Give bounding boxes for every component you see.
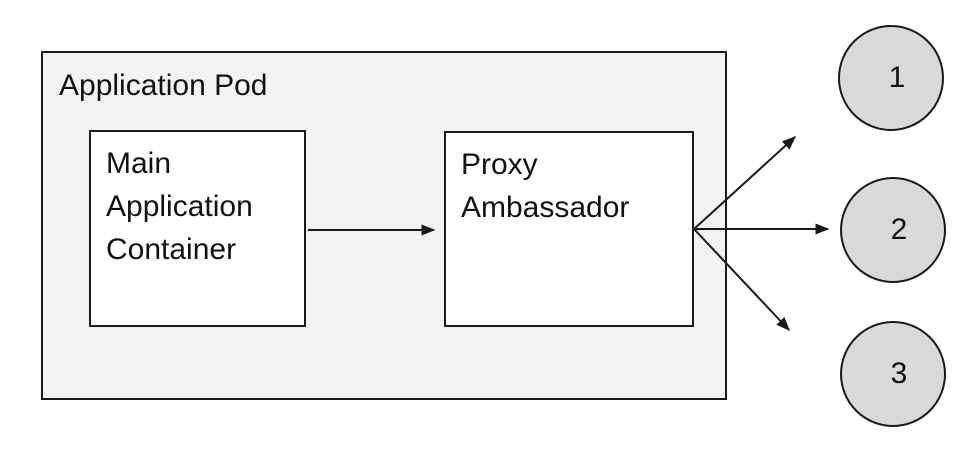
endpoint-node-3-label: 3 <box>890 357 908 390</box>
application-pod-label: Application Pod <box>59 69 268 102</box>
endpoint-node-2-label: 2 <box>890 213 908 246</box>
node-main-application-container-label: Main Application Container <box>106 147 253 266</box>
endpoint-node-2: 2 <box>840 177 946 283</box>
node-proxy-ambassador: Proxy Ambassador <box>444 131 694 327</box>
endpoint-node-1-label: 1 <box>888 61 906 94</box>
endpoint-node-1: 1 <box>838 25 944 131</box>
node-proxy-ambassador-label: Proxy Ambassador <box>461 148 630 224</box>
endpoint-node-3: 3 <box>840 321 946 427</box>
node-main-application-container: Main Application Container <box>89 130 306 327</box>
